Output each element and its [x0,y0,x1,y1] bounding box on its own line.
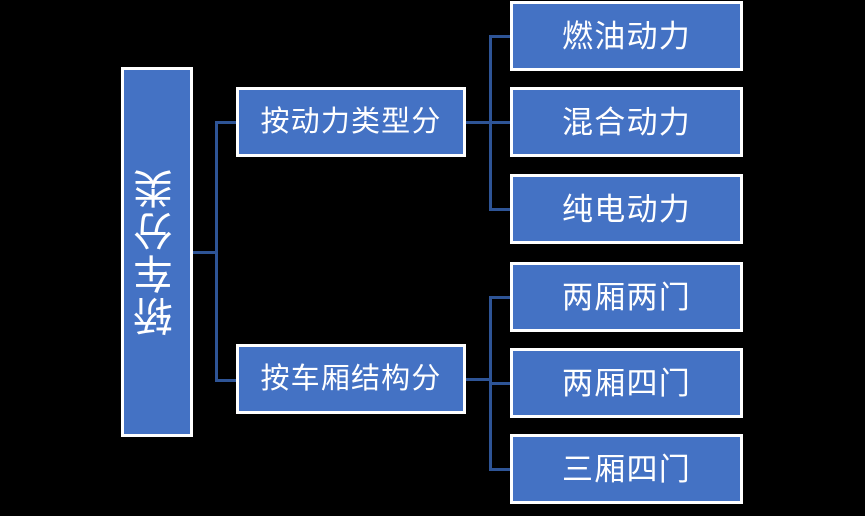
leaf-node-hybrid-label: 混合动力 [562,104,691,140]
leaf-node-hybrid[interactable]: 混合动力 [510,87,743,157]
connector-branch-2-to-leaf-2 [489,382,512,385]
leaf-node-two-box-two-door[interactable]: 两厢两门 [510,262,743,332]
leaf-node-three-box-four-door[interactable]: 三厢四门 [510,434,743,504]
connector-branch-2-to-leaf-3 [489,468,512,471]
leaf-node-electric[interactable]: 纯电动力 [510,174,743,244]
connector-trunk-vertical [215,121,218,382]
branch-node-body-structure-label: 按车厢结构分 [260,362,442,395]
connector-trunk-to-branch-1 [215,121,238,124]
leaf-node-gasoline-label: 燃油动力 [562,18,691,54]
leaf-node-two-box-four-door[interactable]: 两厢四门 [510,348,743,418]
branch-node-power-type-label: 按动力类型分 [260,105,442,138]
leaf-node-electric-label: 纯电动力 [562,191,691,227]
connector-branch-2-to-leaf-1 [489,296,512,299]
root-node[interactable]: 轿车分类 [121,67,193,437]
root-node-label: 轿车分类 [135,167,179,337]
leaf-node-two-box-four-door-label: 两厢四门 [562,365,691,401]
connector-branch-1-stub [466,121,492,124]
leaf-node-gasoline[interactable]: 燃油动力 [510,1,743,71]
connector-branch-1-to-leaf-2 [489,121,512,124]
connector-branch-2-stub [466,378,492,381]
leaf-node-two-box-two-door-label: 两厢两门 [562,279,691,315]
connector-branch-1-to-leaf-3 [489,208,512,211]
branch-node-power-type[interactable]: 按动力类型分 [236,87,466,157]
leaf-node-three-box-four-door-label: 三厢四门 [562,451,691,487]
connector-root-stub [193,251,218,254]
connector-branch-1-to-leaf-1 [489,35,512,38]
branch-node-body-structure[interactable]: 按车厢结构分 [236,344,466,414]
connector-trunk-to-branch-2 [215,379,238,382]
